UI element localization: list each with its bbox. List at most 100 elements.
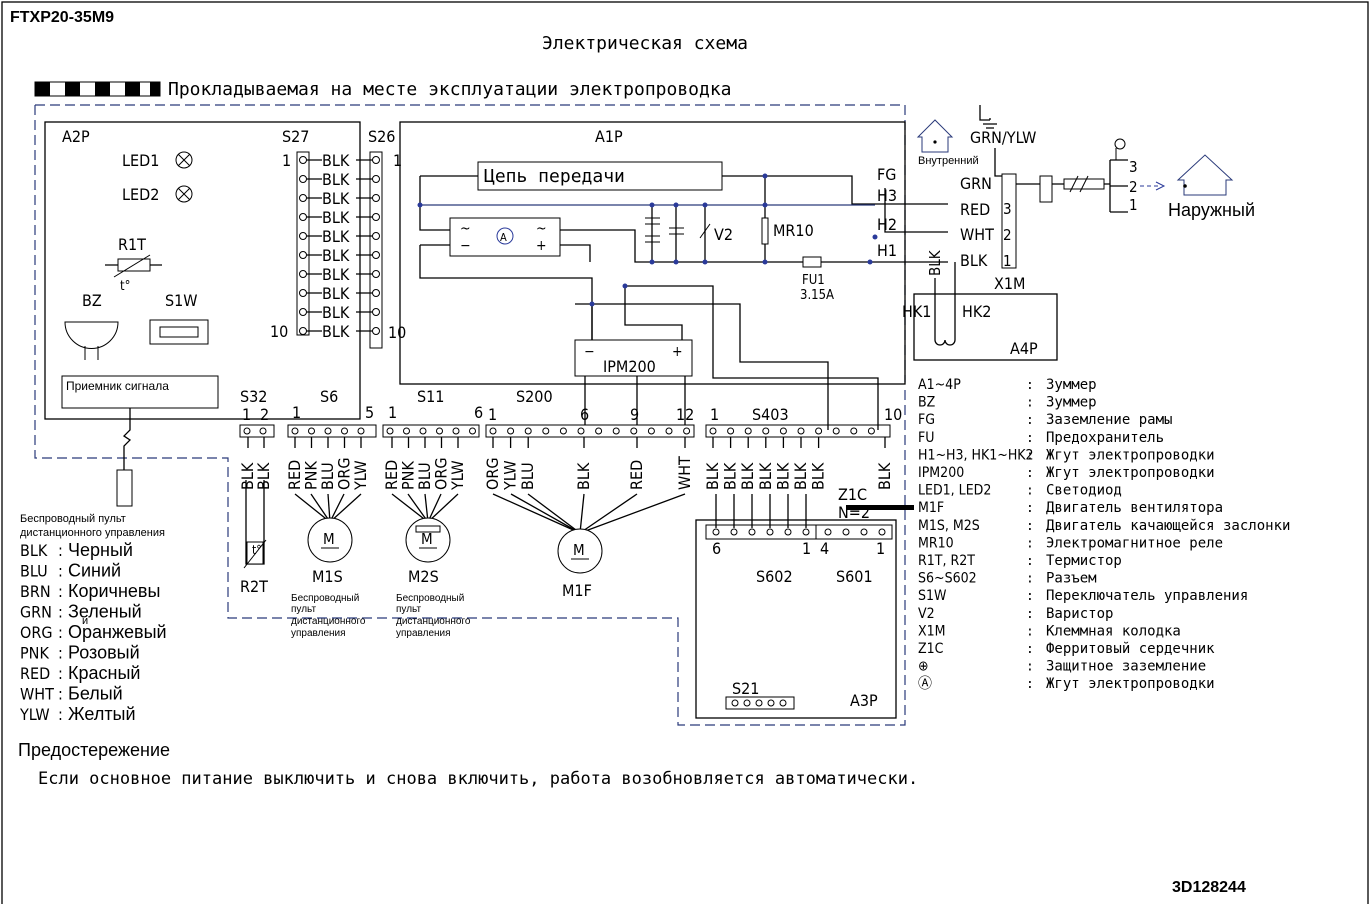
s26-pin — [372, 270, 380, 278]
s27-s26-wire-label: BLK — [322, 303, 350, 322]
s32-connector — [239, 424, 275, 438]
legend-desc: Ферритовый сердечник — [1046, 641, 1215, 657]
s403-wire-blk: BLK — [791, 462, 810, 490]
r2t-thermistor-icon — [243, 480, 267, 569]
color-separator: : — [58, 664, 63, 683]
indoor-enclosure-bottom — [34, 105, 906, 726]
s403-connector-pin — [709, 427, 717, 435]
s27-pin — [299, 289, 307, 297]
s27-pin — [299, 308, 307, 316]
color-code-red: RED — [20, 664, 50, 683]
ipm200-module — [574, 339, 693, 377]
s27-pin — [299, 270, 307, 278]
s6-wire-ylw: YLW — [351, 460, 370, 491]
s602-connector — [705, 524, 817, 540]
m2s-motor-lead — [427, 493, 442, 523]
s27-s26-wire-label: BLK — [322, 208, 350, 227]
m1f-motor-symbol: M — [573, 541, 585, 559]
m1f-label: M1F — [562, 581, 592, 600]
s11-connector-pin — [386, 427, 394, 435]
s200-connector-pin — [489, 427, 497, 435]
model-number: FTXP20-35M9 — [10, 9, 114, 26]
color-code-brn: BRN — [20, 582, 51, 601]
s200-label: S200 — [516, 387, 553, 406]
color-code-grn: GRN — [20, 603, 52, 622]
s11-connector-pin — [403, 427, 410, 435]
s200-connector-pin — [647, 427, 655, 435]
outdoor-cable — [1016, 138, 1166, 213]
a1p-board — [399, 121, 906, 385]
hk2-label: HK2 — [962, 302, 991, 321]
m2s-motor-symbol: M — [421, 530, 433, 548]
outdoor-label: Наружный — [1168, 200, 1255, 220]
legend-desc: Защитное заземление — [1046, 659, 1206, 675]
s602-pin — [730, 528, 738, 536]
legend-separator: : — [1026, 572, 1034, 587]
s27-pin — [299, 175, 307, 183]
m1s-motor-lead — [294, 493, 331, 523]
s6-pin-5: 5 — [365, 403, 374, 422]
rectifier-block — [449, 217, 561, 257]
ground-wire — [994, 148, 1002, 177]
hk-coil — [934, 262, 956, 346]
legend-desc: Варистор — [1046, 606, 1113, 622]
s200-connector-pin — [524, 427, 532, 435]
legend-separator: : — [1026, 519, 1034, 534]
h1-label: H1 — [877, 241, 897, 260]
s26-pin — [372, 308, 380, 316]
v2-label: V2 — [714, 225, 733, 244]
m1s-motor-lead — [329, 493, 362, 523]
legend-desc: Зуммер — [1046, 395, 1097, 411]
svg-text:A: A — [500, 231, 507, 244]
m1f-motor-lead — [510, 493, 581, 534]
s26-pin — [372, 327, 380, 335]
s601-pin — [824, 528, 832, 536]
hk1-label: HK1 — [902, 302, 931, 321]
s6-wire-blu: BLU — [318, 462, 337, 490]
rectifier-ac2: ~ — [536, 221, 547, 237]
svg-text:пульт: пульт — [396, 604, 421, 615]
legend-separator: : — [1026, 501, 1034, 516]
s27-s26-wire-label: BLK — [322, 227, 350, 246]
svg-text:дистанционного: дистанционного — [396, 616, 471, 627]
legend-separator: : — [1026, 484, 1034, 499]
s601-pin — [860, 528, 868, 536]
s6-wire-pnk: PNK — [302, 461, 321, 490]
color-separator: : — [58, 623, 63, 642]
indoor-label: Внутренний — [918, 155, 979, 167]
s21-connector — [725, 696, 795, 710]
s27-s26-wire-label: BLK — [322, 246, 350, 265]
color-name-grn: Зеленый — [68, 602, 142, 622]
color-separator: : — [58, 644, 63, 663]
s27-s26-wire-label: BLK — [322, 170, 350, 189]
s26-pin — [372, 251, 380, 259]
rectifier-ac1: ~ — [460, 221, 471, 237]
r1t-temp-symbol: t° — [120, 279, 130, 294]
s602-pin — [766, 528, 774, 536]
legend-separator: : — [1026, 677, 1034, 692]
ipm200-label: IPM200 — [603, 357, 656, 376]
s27-pin — [299, 213, 307, 221]
s200-pin-12: 12 — [676, 405, 694, 424]
rectifier-minus: − — [460, 238, 471, 254]
s11-wire-ylw: YLW — [448, 460, 467, 491]
s403-connector — [705, 424, 891, 438]
s602-pin — [802, 528, 810, 536]
color-code-ylw: YLW — [19, 705, 50, 724]
legend-desc: Двигатель вентилятора — [1046, 500, 1223, 516]
s1w-switch-icon — [149, 319, 209, 345]
a3p-label: A3P — [850, 691, 878, 710]
wire-wht-x1m: WHT — [960, 225, 994, 244]
s200-wire-red: RED — [627, 460, 646, 490]
legend-code: LED1, LED2 — [918, 483, 991, 499]
x1m-pin-1: 1 — [1003, 252, 1012, 270]
a1p-wiring — [417, 173, 948, 430]
legend-separator: : — [1026, 660, 1034, 675]
m1s-motor-lead — [329, 493, 345, 523]
s200-connector-pin — [612, 427, 620, 435]
led2-label: LED2 — [122, 185, 159, 204]
s403-connector-pin — [815, 427, 823, 435]
connector-pin-rows — [239, 424, 891, 438]
s200-connector-pin — [665, 427, 673, 435]
